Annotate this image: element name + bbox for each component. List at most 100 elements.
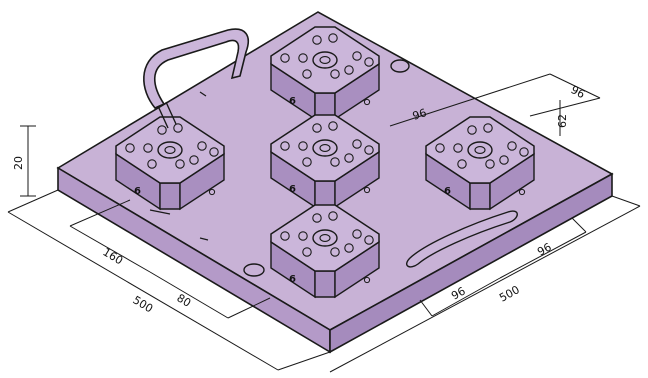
module-top-face [270, 114, 380, 182]
side-screw-icon [518, 188, 526, 196]
ext-line [529, 97, 601, 117]
bolt-hole-icon [519, 147, 529, 157]
dim-label-plate-thickness: 20 [12, 156, 25, 170]
dim-line-right-outer [329, 205, 641, 373]
clamp-pin-icon [319, 56, 331, 64]
bolt-hole-icon [352, 139, 362, 149]
bolt-hole-icon [328, 33, 338, 43]
t-slot-right [406, 210, 518, 268]
module-top-face [115, 116, 225, 184]
module-right: 6 [425, 116, 535, 211]
bolt-hole-icon [197, 141, 207, 151]
bolt-hole-icon [352, 229, 362, 239]
module-tag-label: 6 [444, 186, 451, 197]
dim-label-left-outer: 500 [130, 293, 155, 315]
bolt-hole-icon [298, 231, 308, 241]
bolt-hole-icon [189, 155, 199, 165]
ext-line [571, 217, 587, 233]
clamp-pin-icon [474, 146, 486, 154]
ext-line [277, 351, 331, 371]
bolt-hole-icon [483, 123, 493, 133]
locating-hole-front [243, 263, 265, 277]
bolt-hole-icon [173, 123, 183, 133]
module-tag-label: 6 [289, 274, 296, 285]
dim-line-left-offset [149, 271, 229, 319]
module-side-face [159, 182, 181, 210]
module-top-face [270, 204, 380, 272]
bolt-hole-icon [330, 157, 340, 167]
dim-label-right-b: 96 [535, 240, 554, 258]
clamp-ring-icon [312, 139, 338, 157]
bolt-hole-icon [457, 159, 467, 169]
bolt-hole-icon [364, 145, 374, 155]
bolt-hole-icon [209, 147, 219, 157]
ext-line [419, 299, 433, 317]
bolt-hole-icon [298, 53, 308, 63]
bolt-hole-icon [330, 69, 340, 79]
ext-line [7, 189, 59, 213]
bolt-hole-icon [435, 143, 445, 153]
bolt-hole-icon [280, 53, 290, 63]
bolt-hole-icon [302, 157, 312, 167]
dim-line-right-b [499, 231, 587, 279]
bolt-hole-icon [312, 213, 322, 223]
clamp-pin-icon [319, 234, 331, 242]
dim-line-right-a [431, 277, 501, 317]
clamp-pin-icon [164, 146, 176, 154]
ext-line [69, 199, 131, 227]
bolt-hole-icon [453, 143, 463, 153]
locating-hole-back [390, 59, 410, 73]
clamp-ring-icon [312, 229, 338, 247]
side-screw-icon [363, 276, 371, 284]
module-top-face [425, 116, 535, 184]
bolt-hole-icon [302, 69, 312, 79]
dim-line-top-a [389, 73, 551, 127]
bolt-hole-icon [344, 65, 354, 75]
clamp-ring-icon [312, 51, 338, 69]
bolt-hole-icon [302, 247, 312, 257]
clamp-ring-icon [157, 141, 183, 159]
bolt-hole-icon [312, 35, 322, 45]
bolt-hole-icon [312, 123, 322, 133]
lifting-handle [143, 28, 250, 129]
bolt-hole-icon [364, 57, 374, 67]
module-side-face [469, 182, 491, 210]
bolt-hole-icon [344, 243, 354, 253]
bolt-hole-icon [499, 155, 509, 165]
module-tag-label: 6 [289, 184, 296, 195]
handle-grip [143, 28, 250, 109]
dim-label-top-b: 96 [569, 83, 587, 101]
bolt-hole-icon [328, 121, 338, 131]
dim-line-left-inner [69, 225, 151, 273]
dim-label-right-a: 96 [449, 284, 468, 302]
module-center: 6 [270, 114, 380, 209]
side-screw-icon [363, 98, 371, 106]
bolt-hole-icon [328, 211, 338, 221]
dim-label-module-height: 62 [556, 114, 569, 128]
module-left: 6 [115, 116, 225, 211]
dimension-annotations [7, 73, 641, 373]
bolt-hole-icon [280, 231, 290, 241]
dim-line-left-outer [7, 211, 279, 371]
bolt-hole-icon [157, 125, 167, 135]
dim-label-left-offset: 80 [174, 291, 193, 309]
bolt-hole-icon [125, 143, 135, 153]
bolt-hole-icon [352, 51, 362, 61]
ext-line [227, 297, 271, 319]
bolt-hole-icon [143, 143, 153, 153]
bolt-hole-icon [175, 159, 185, 169]
bolt-hole-icon [364, 235, 374, 245]
plate-features [149, 59, 518, 277]
bolt-hole-icon [467, 125, 477, 135]
side-screw-icon [363, 186, 371, 194]
dim-line-top-b [549, 73, 601, 99]
module-front: 6 [270, 204, 380, 299]
module-side-face [314, 270, 336, 298]
bolt-hole-icon [330, 247, 340, 257]
dim-label-top-a: 96 [411, 106, 428, 123]
dim-label-left-inner: 160 [100, 245, 125, 267]
dim-label-right-outer: 500 [497, 283, 522, 305]
